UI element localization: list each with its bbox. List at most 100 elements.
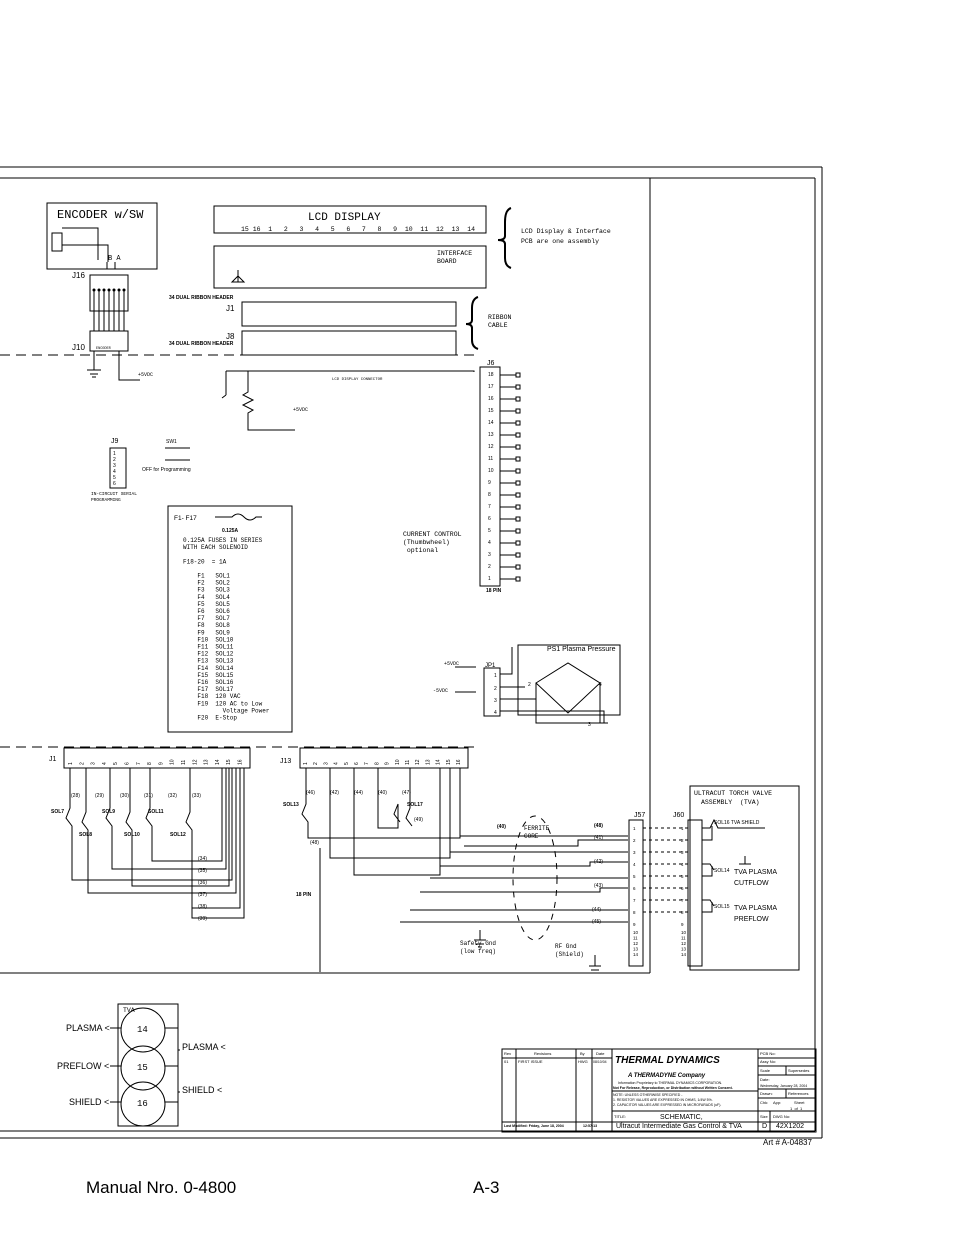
- ps1-pin-2: 2: [528, 682, 531, 688]
- fuse-note-line: F2 SOL2: [183, 580, 230, 587]
- sol17-label: SOL17: [407, 802, 423, 808]
- j6-pin-terminal: [515, 540, 521, 546]
- jp1-label: JP1: [485, 663, 496, 669]
- j1-bottom-pin-label: 3: [91, 762, 97, 765]
- ps1-pin-4: 4: [599, 682, 602, 688]
- ground-symbol: [474, 930, 486, 948]
- jp1-pin-4: 4: [494, 710, 497, 716]
- j6-pin-label: 1: [488, 576, 491, 582]
- ground-symbol: [230, 270, 246, 283]
- notice-1: Information Proprietary to THERMAL DYNAM…: [618, 1081, 722, 1085]
- title-block: [501, 1048, 817, 1133]
- ps1-label: PS1 Plasma Pressure: [547, 646, 616, 653]
- assembly-note-1: LCD Display & Interface: [521, 228, 611, 235]
- encoder-pins: B A: [108, 255, 121, 263]
- j6-pin-label: 5: [488, 528, 491, 534]
- drawing-title-2: Ultracut Intermediate Gas Control & TVA: [616, 1123, 742, 1130]
- sw1-note: OFF for Programming: [142, 467, 191, 473]
- j10-label: J10: [72, 343, 85, 352]
- rf-gnd-1: RF Gnd: [555, 943, 577, 950]
- tva-title-2: ASSEMBLY (TVA): [701, 799, 760, 806]
- lcd-pin-row: 15 16 1 2 3 4 5 6 7 8 9 10 11 12 13 14: [241, 226, 475, 233]
- j57-pin-label: 13: [633, 947, 639, 952]
- j6-pin-terminal: [515, 576, 521, 582]
- ps1-plus: +5VDC: [444, 661, 459, 667]
- j6-pin-terminal: [515, 384, 521, 390]
- sol11-label: SOL11: [148, 809, 164, 815]
- tva-preflow-2: PREFLOW: [734, 916, 769, 923]
- fuse-note-line: F13 SOL13: [183, 658, 234, 665]
- j13-pin-label: 10: [395, 759, 401, 765]
- j6-pin-terminal: [515, 456, 521, 462]
- j57-pin-label: 10: [633, 930, 639, 935]
- jp1-connector: [483, 667, 501, 717]
- j57-pin-label: 5: [633, 874, 636, 879]
- j57-pin-label: 1: [633, 826, 636, 831]
- j6-pin-label: 2: [488, 564, 491, 570]
- j9-pin-2: 2: [113, 457, 116, 463]
- j57-pin-label: 9: [633, 922, 636, 927]
- tva-preflow-1: TVA PLASMA: [734, 905, 777, 912]
- j6-pin-label: 16: [488, 396, 494, 402]
- j60-pin-label: 14: [681, 952, 687, 957]
- rf-gnd-2: (Shield): [555, 951, 584, 958]
- j13-pin-label: 15: [446, 759, 452, 765]
- j57-pin-label: 4: [633, 862, 636, 867]
- field-references: References: [788, 1091, 808, 1096]
- lcd-title: LCD DISPLAY: [308, 212, 381, 224]
- encoder-title: ENCODER w/SW: [57, 208, 144, 222]
- fuse-notes-box: [167, 505, 293, 733]
- tva-num-14: 14: [137, 1025, 148, 1035]
- j6-pin-label: 8: [488, 492, 491, 498]
- current-control-1: CURRENT CONTROL: [403, 531, 462, 538]
- tva-circle-16: [120, 1081, 166, 1127]
- j57-wire-45: (45): [592, 919, 601, 925]
- encoder-harness: [93, 290, 125, 331]
- j1-bottom-pin-label: 15: [226, 759, 232, 765]
- tva-left-preflow: PREFLOW <: [57, 1061, 109, 1071]
- j13-pin-label: 2: [313, 762, 319, 765]
- wire-33: (33): [192, 793, 201, 799]
- rev-header-rev: Rev: [504, 1051, 511, 1056]
- j9-note-2: PROGRAMMING: [91, 497, 121, 503]
- j60-pin-label: 11: [681, 936, 686, 941]
- j57-connector: [628, 819, 644, 967]
- tva-left-shield: SHIELD <: [69, 1097, 109, 1107]
- wire-40: (40): [378, 790, 387, 796]
- j13-label: J13: [280, 758, 291, 765]
- rev-header-date: Date: [596, 1051, 605, 1056]
- j1-label: J1: [226, 304, 235, 313]
- j1-bottom-pin-label: 14: [215, 759, 221, 765]
- wire-46: (46): [306, 790, 315, 796]
- j9-connector: [109, 447, 127, 489]
- j9-label: J9: [111, 438, 119, 445]
- j8-ribbon-header: [241, 330, 457, 356]
- wire-36: (36): [198, 880, 207, 886]
- encoder-supply: +5VDC: [138, 372, 153, 378]
- fuse-note-line: F5 SOL5: [183, 601, 230, 608]
- wire-38: (38): [198, 904, 207, 910]
- sol9-label: SOL9: [102, 809, 115, 815]
- encoder-box: [46, 202, 158, 270]
- tva-right-plasma: PLASMA <: [182, 1042, 226, 1052]
- j6-pin-terminal: [515, 372, 521, 378]
- ps1-bridge: [535, 662, 601, 714]
- j9-pin-1: 1: [113, 451, 116, 457]
- pin-marks: [92, 288, 126, 292]
- jp1-pin-2: 2: [494, 686, 497, 692]
- j60-pin-label: 7: [681, 898, 684, 903]
- j57-pin-label: 7: [633, 898, 636, 903]
- j6-pin-label: 6: [488, 516, 491, 522]
- fuse-symbol: [215, 513, 262, 521]
- sw1-label: SW1: [166, 439, 177, 445]
- dwg-label: DWG No:: [773, 1114, 790, 1119]
- field-scale: Scale: [760, 1068, 771, 1073]
- j57-wire-41: (41): [594, 835, 603, 841]
- j13-header: [299, 747, 469, 769]
- j9-pin-4: 4: [113, 469, 116, 475]
- j6-pin-terminal: [515, 420, 521, 426]
- fuse-note-line: F11 SOL11: [183, 644, 234, 651]
- company-logo: THERMAL DYNAMICS: [615, 1055, 720, 1066]
